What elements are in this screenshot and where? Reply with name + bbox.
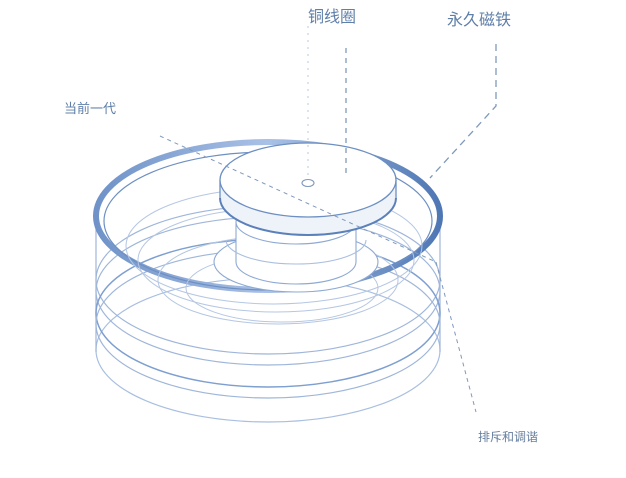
current-generation-label: 当前一代 (64, 102, 117, 117)
magnet-ring-band (225, 239, 367, 265)
center-hole-icon (301, 178, 315, 188)
disc-lower-edge (219, 197, 397, 236)
magnet-leader-line (429, 44, 497, 179)
housing-bottom-edge (95, 277, 441, 423)
tuning-leader-line (435, 261, 477, 413)
permanent-magnet-label: 永久磁铁 (447, 10, 512, 29)
current-gen-leader-line (159, 135, 437, 263)
copper-coil-disc (219, 142, 397, 236)
repulsion-tuning-label: 排斥和调谐 (478, 430, 539, 444)
guide-lines (159, 26, 497, 413)
copper-coil-label: 铜线圈 (308, 7, 357, 26)
